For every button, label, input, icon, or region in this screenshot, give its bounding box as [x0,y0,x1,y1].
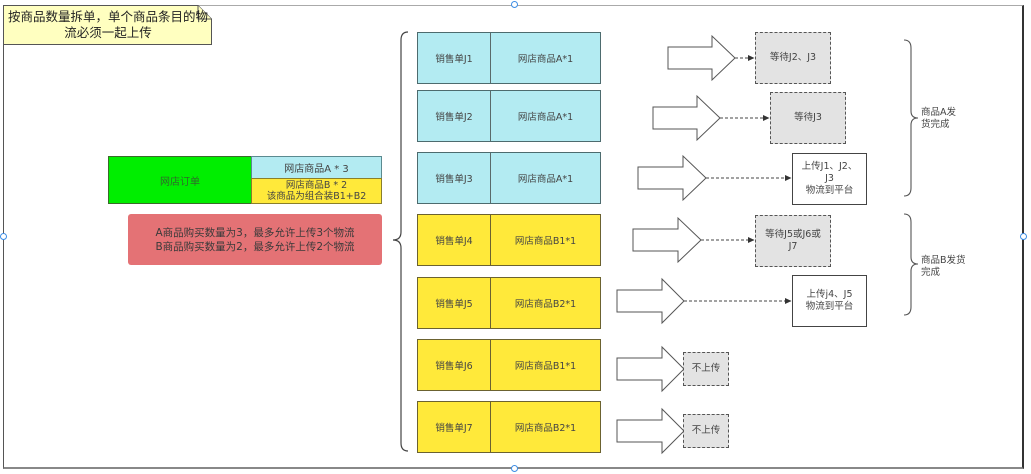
sales-order-row[interactable]: 销售单J6 网店商品B1*1 [417,339,601,391]
order-item-a[interactable]: 网店商品A * 3 [251,156,382,179]
block-arrow [652,94,721,142]
result-text: 不上传 [691,363,721,374]
result-text-line-1: 上传J1、J2、 [801,161,858,172]
sales-order-id: 销售单J1 [418,33,491,83]
main-brace [392,31,409,452]
order-item-b-line-2: 该商品为组合装B1+B2 [266,191,367,202]
sales-order-item: 网店商品B1*1 [514,236,577,247]
sales-order-item: 网店商品B2*1 [514,423,577,434]
result-text: 等待J2、J3 [769,52,817,63]
rule-line-2: B商品购买数量为2，最多允许上传2个物流 [155,240,355,253]
sales-order-id: 销售单J4 [418,215,491,265]
order-item-a-label: 网店商品A * 3 [284,164,349,175]
order-item-b-line-1: 网店商品B * 2 [285,180,348,191]
group-a-line-2: 货完成 [921,119,950,130]
sales-order-id: 销售单J5 [418,278,491,328]
result-wait-box[interactable]: 等待J5或J6或 J7 [755,215,831,267]
sales-order-row[interactable]: 销售单J7 网店商品B2*1 [417,401,601,453]
sales-order-item: 网店商品A*1 [517,112,574,123]
brace-group-a [903,39,919,197]
block-arrow [667,34,736,82]
result-text-line-2: 物流到平台 [805,301,854,312]
brace-group-b [903,213,919,316]
result-upload-box[interactable]: 上传j4、J5 物流到平台 [792,275,867,327]
result-text-line-2: J3 [825,173,834,184]
note-shape [3,5,212,45]
result-no-upload-box[interactable]: 不上传 [683,352,729,386]
sales-order-item: 网店商品A*1 [517,174,574,185]
result-upload-box[interactable]: 上传J1、J2、 J3 物流到平台 [792,153,867,205]
resize-handle-right[interactable] [1020,233,1027,240]
sales-order-item: 网店商品B2*1 [514,299,577,310]
block-arrow [637,154,707,202]
group-b-label: 商品B发货 完成 [921,255,966,279]
sales-order-row[interactable]: 销售单J4 网店商品B1*1 [417,214,601,266]
result-text-line-1: 上传j4、J5 [806,289,853,300]
sales-order-id: 销售单J2 [418,91,491,141]
sales-order-id: 销售单J7 [418,402,491,452]
note-fold [197,5,212,20]
split-rule-note: 按商品数量拆单，单个商品条目的物 流必须一起上传 [8,9,208,41]
result-no-upload-box[interactable]: 不上传 [683,414,729,448]
sales-order-row[interactable]: 销售单J5 网店商品B2*1 [417,277,601,329]
note-line-2: 流必须一起上传 [64,25,152,40]
sales-order-item: 网店商品B1*1 [514,361,577,372]
sales-order-id: 销售单J3 [418,153,491,203]
store-order-label: 网店订单 [160,176,200,188]
result-wait-box[interactable]: 等待J3 [770,92,846,144]
resize-handle-left[interactable] [0,233,7,240]
sales-order-row[interactable]: 销售单J3 网店商品A*1 [417,152,601,204]
group-b-line-1: 商品B发货 [921,255,966,266]
group-b-line-2: 完成 [921,267,941,278]
result-text: 等待J3 [794,112,822,123]
store-order[interactable]: 网店订单 [108,156,252,204]
result-text-line-2: J7 [788,241,798,252]
result-wait-box[interactable]: 等待J2、J3 [755,32,831,84]
note-line-1: 按商品数量拆单，单个商品条目的物 [8,9,209,24]
order-item-b[interactable]: 网店商品B * 2 该商品为组合装B1+B2 [251,178,382,204]
sales-order-item: 网店商品A*1 [517,54,574,65]
result-text: 不上传 [691,425,721,436]
rule-line-1: A商品购买数量为3，最多允许上传3个物流 [155,226,355,239]
group-a-line-1: 商品A发 [921,107,956,118]
quantity-rule-note[interactable]: A商品购买数量为3，最多允许上传3个物流 B商品购买数量为2，最多允许上传2个物… [128,214,382,265]
result-text-line-1: 等待J5或J6或 [765,229,821,240]
sales-order-row[interactable]: 销售单J1 网店商品A*1 [417,32,601,84]
result-text-line-3: 物流到平台 [805,185,854,196]
group-a-label: 商品A发 货完成 [921,107,956,131]
block-arrow [632,216,702,264]
resize-handle-bottom[interactable] [511,465,518,472]
block-arrow [616,277,685,325]
sales-order-row[interactable]: 销售单J2 网店商品A*1 [417,90,601,142]
block-arrow [616,407,685,455]
block-arrow [616,345,685,393]
sales-order-id: 销售单J6 [418,340,491,390]
resize-handle-top[interactable] [511,1,518,8]
